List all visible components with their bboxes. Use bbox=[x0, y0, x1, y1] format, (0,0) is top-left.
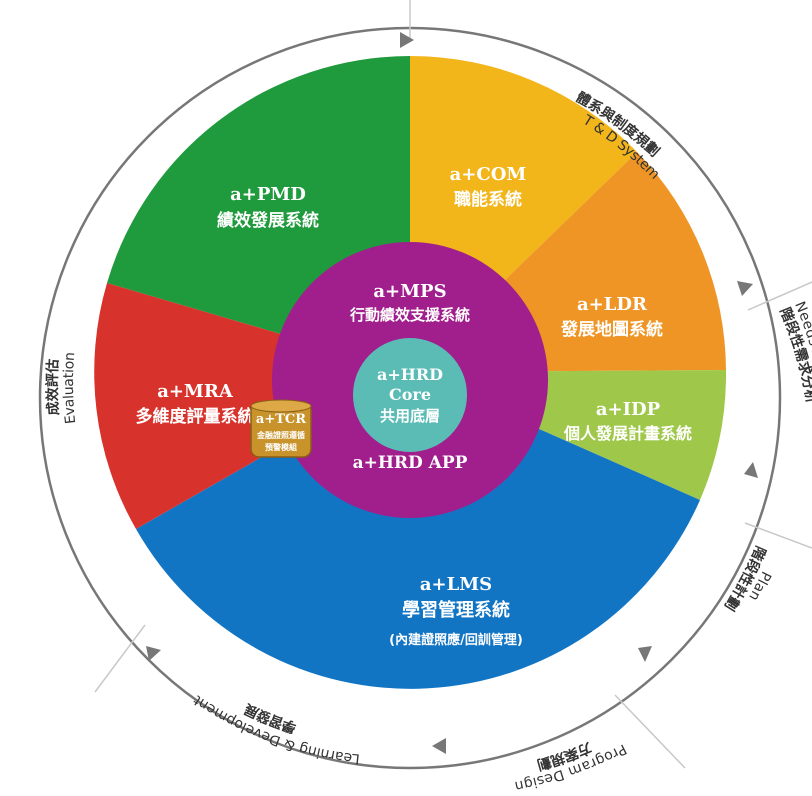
pmd-name: 績效發展系統 bbox=[217, 210, 319, 231]
lms-note: (內建證照應/回訓管理) bbox=[389, 632, 523, 648]
tcr-line2: 金融證照遵循 bbox=[256, 430, 305, 440]
lms-title: a+LMS bbox=[420, 574, 492, 595]
arrow-right-lower-icon bbox=[744, 462, 758, 478]
arrow-top-icon bbox=[400, 32, 414, 48]
cycle-arrows bbox=[146, 32, 758, 754]
arrow-right-upper-icon bbox=[737, 281, 753, 296]
app-title: a+HRD APP bbox=[353, 453, 468, 473]
ldr-title: a+LDR bbox=[577, 294, 648, 315]
tcr-title: a+TCR bbox=[256, 412, 306, 427]
idp-name: 個人發展計畫系統 bbox=[563, 424, 692, 443]
com-name: 職能系統 bbox=[454, 189, 522, 210]
stage-eval-zh: 成效評估 bbox=[44, 359, 62, 417]
ldr-name: 發展地圖系統 bbox=[560, 319, 663, 340]
arrow-bottom-icon bbox=[432, 738, 446, 754]
mra-name: 多維度評量系統 bbox=[136, 406, 255, 427]
mps-title: a+MPS bbox=[373, 281, 446, 302]
core-line3: 共用底層 bbox=[380, 407, 440, 425]
stage-eval-en: Evaluation bbox=[61, 352, 79, 425]
stage-dividers bbox=[94, 0, 812, 769]
core-circle bbox=[353, 338, 467, 452]
mps-name: 行動績效支援系統 bbox=[349, 306, 470, 324]
com-title: a+COM bbox=[450, 164, 527, 185]
core-title: a+HRD bbox=[377, 365, 443, 384]
stage-eval-en-label: Evaluation bbox=[61, 352, 79, 425]
tcr-line3: 預警模組 bbox=[265, 442, 297, 452]
idp-title: a+IDP bbox=[596, 399, 661, 420]
pmd-title: a+PMD bbox=[230, 184, 306, 205]
arrow-lower-right-icon bbox=[638, 646, 652, 662]
stage-eval: 成效評估 bbox=[44, 359, 62, 417]
mra-title: a+MRA bbox=[157, 381, 234, 402]
core-line2: Core bbox=[389, 385, 431, 404]
arrow-left-icon bbox=[146, 646, 161, 661]
lms-name: 學習管理系統 bbox=[402, 599, 510, 621]
tcr-module-badge: a+TCR 金融證照遵循 預警模組 bbox=[250, 399, 312, 458]
